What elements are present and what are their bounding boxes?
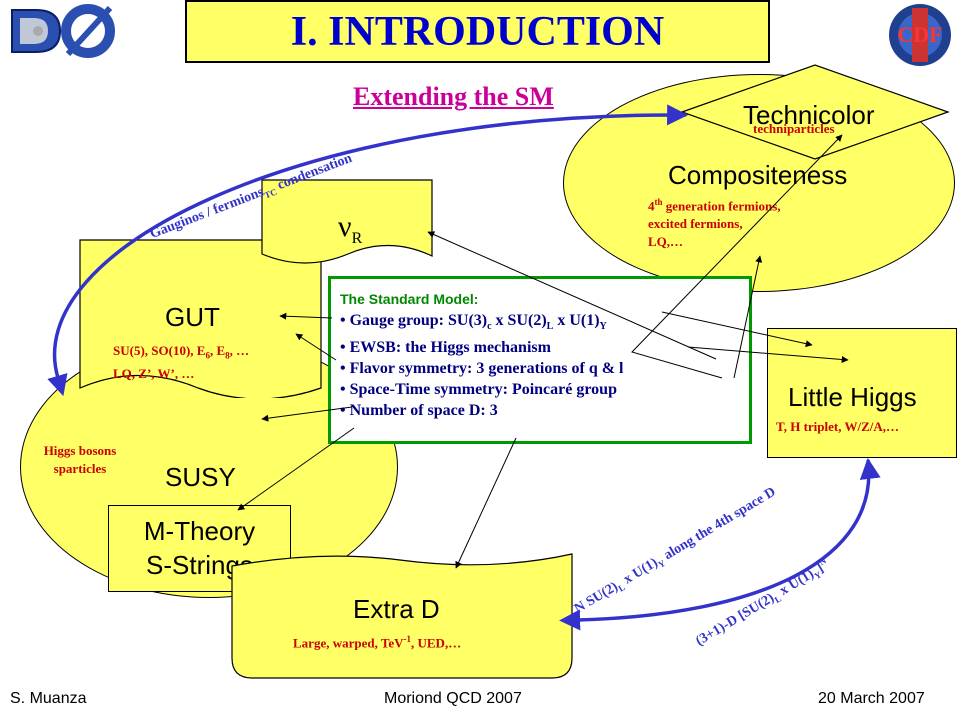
standard-model-list: • Gauge group: SU(3)c x SU(2)L x U(1)Y •… bbox=[340, 310, 749, 421]
cdf-logo-text: CDF bbox=[897, 22, 943, 47]
sm-item-dimensions: • Number of space D: 3 bbox=[340, 402, 498, 420]
standard-model-title: The Standard Model: bbox=[340, 291, 479, 307]
sm-item-ewsb: • EWSB: the Higgs mechanism bbox=[340, 339, 551, 357]
extra-d-detail: Large, warped, TeV-1, UED,… bbox=[293, 634, 462, 651]
gut-details: SU(5), SO(10), E6, E8, … LQ, Z’, W’, … bbox=[113, 342, 249, 383]
three-plus-one-label: (3+1)-D [SU(2)L x U(1)Y]N bbox=[693, 555, 828, 650]
footer-date: 20 March 2007 bbox=[818, 690, 925, 707]
footer-author: S. Muanza bbox=[10, 690, 87, 707]
subtitle: Extending the SM bbox=[353, 82, 554, 111]
mtheory-box: M-Theory S-Strings bbox=[108, 505, 291, 592]
susy-label: SUSY bbox=[165, 462, 236, 492]
compositeness-detail-1: 4th generation fermions, bbox=[648, 197, 781, 214]
gut-detail-2: LQ, Z’, W’, … bbox=[113, 365, 195, 381]
mtheory-line-1: M-Theory bbox=[143, 516, 256, 546]
compositeness-detail-2: excited fermions, bbox=[648, 216, 743, 232]
sm-item-spacetime: • Space-Time symmetry: Poincaré group bbox=[340, 381, 617, 399]
cdf-logo: CDF bbox=[882, 2, 958, 68]
susy-detail-2: sparticles bbox=[53, 461, 107, 476]
nu-r-symbol: ν bbox=[338, 210, 352, 243]
compositeness-details: 4th generation fermions, excited fermion… bbox=[648, 193, 781, 251]
n-su2-label: N SU(2)L x U(1)Y along the 4th space D bbox=[572, 484, 779, 617]
arc-extra-d-little-higgs bbox=[559, 457, 881, 631]
compositeness-detail-3: LQ,… bbox=[648, 234, 684, 250]
susy-detail-1: Higgs bosons bbox=[43, 443, 117, 458]
susy-details: Higgs bosons sparticles bbox=[30, 442, 130, 478]
little-higgs-detail: T, H triplet, W/Z/A,… bbox=[776, 419, 900, 434]
page-title: I. INTRODUCTION bbox=[185, 0, 770, 63]
gut-detail-1: SU(5), SO(10), E6, E8, … bbox=[113, 343, 250, 361]
standard-model-box: The Standard Model: • Gauge group: SU(3)… bbox=[328, 276, 752, 444]
technicolor-label: Technicolor bbox=[743, 100, 875, 130]
extra-d-box bbox=[231, 553, 573, 679]
compositeness-label: Compositeness bbox=[668, 160, 848, 190]
d0-logo bbox=[4, 2, 124, 60]
technicolor-detail: techniparticles bbox=[753, 121, 835, 136]
extra-d-label: Extra D bbox=[353, 594, 440, 624]
gut-label: GUT bbox=[165, 302, 220, 332]
little-higgs-label: Little Higgs bbox=[788, 382, 917, 412]
footer-conference: Moriond QCD 2007 bbox=[384, 690, 522, 707]
sm-item-flavor: • Flavor symmetry: 3 generations of q & … bbox=[340, 360, 624, 378]
sm-item-gauge: • Gauge group: SU(3)c x SU(2)L x U(1)Y bbox=[340, 312, 607, 333]
nu-r-subscript: R bbox=[351, 230, 363, 247]
nu-r-label: νR bbox=[338, 210, 362, 248]
